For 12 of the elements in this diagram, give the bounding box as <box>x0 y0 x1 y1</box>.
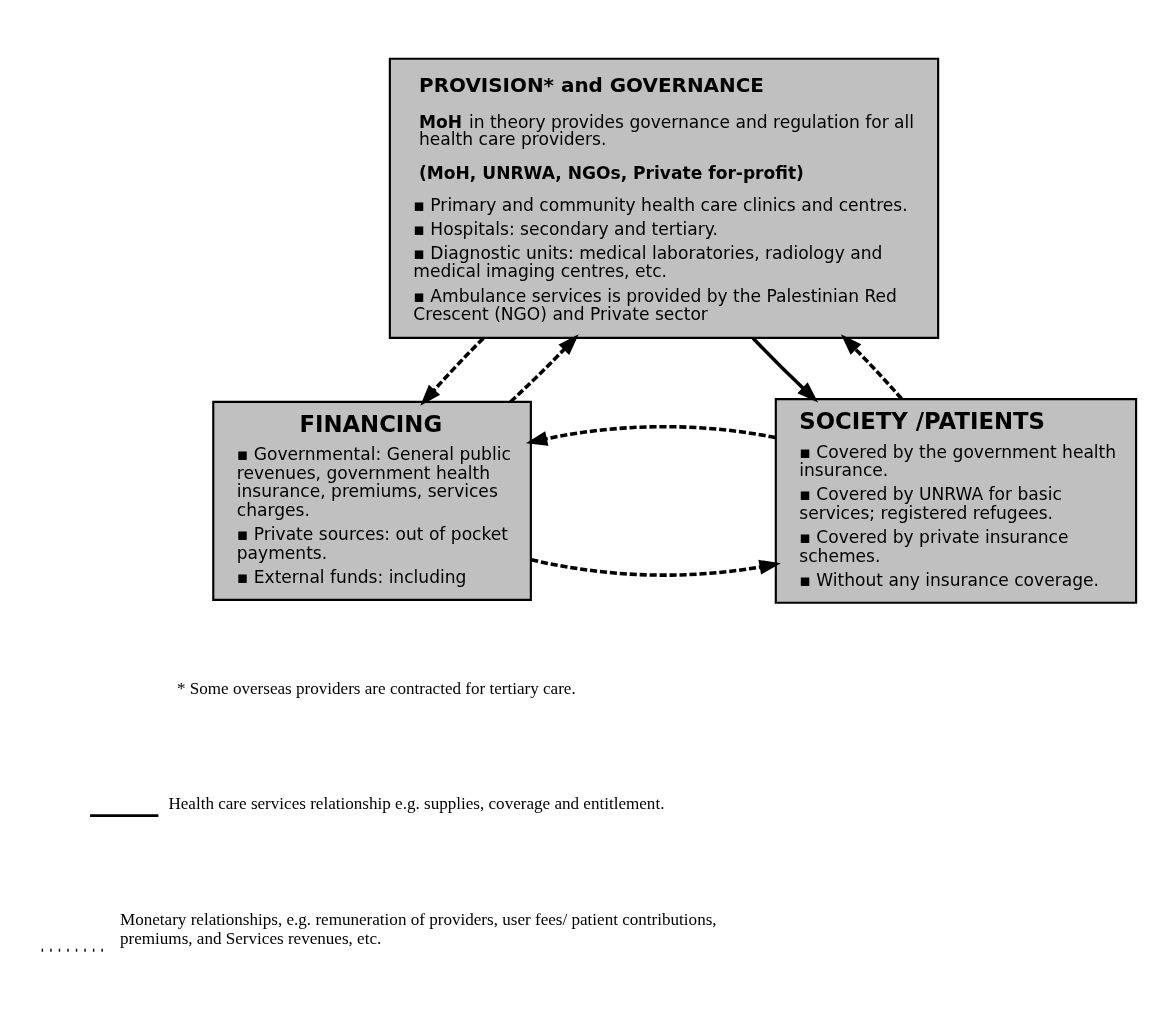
legend-label: Monetary relationships, e.g. remuneration of providers, user fees/ patient contributions, premiums, and Services revenues, etc. <box>119 909 717 948</box>
node-box: PROVISION* and GOVERNANCE MoH in theory provides governance and regulation for all health care providers. (MoH, UNRWA, NGOs, Private for-profit) ▪ Primary and community health care clinics and centres. ▪ Hospitals: secondary and tertiary. ▪ Diagnostic units: medical laboratories, radiology and medical imaging centres, etc. ▪ Ambulance services is provided by the Palestinian Red Crescent (NGO) and Private sector <box>388 57 940 339</box>
legend-label: Health care services relationship e.g. supplies, coverage and entitlement. <box>168 793 665 813</box>
arrow <box>525 424 776 446</box>
arrow <box>509 333 579 403</box>
node-box: FINANCING ▪ Governmental: General public revenues, government health insurance, premiums, services charges. ▪ Private sources: out of pocket payments. ▪ External funds: including <box>212 400 532 601</box>
arrow <box>530 557 781 577</box>
arrow <box>420 336 485 406</box>
arrow <box>751 336 819 402</box>
arrow <box>840 333 903 400</box>
label: * Some overseas providers are contracted for tertiary care. <box>176 678 576 698</box>
node-box: SOCIETY /PATIENTS ▪ Covered by the government health insurance. ▪ Covered by UNRWA for basic services; registered refugees. ▪ Covered by private insurance schemes. ▪ Without any insurance coverage. <box>774 397 1138 604</box>
